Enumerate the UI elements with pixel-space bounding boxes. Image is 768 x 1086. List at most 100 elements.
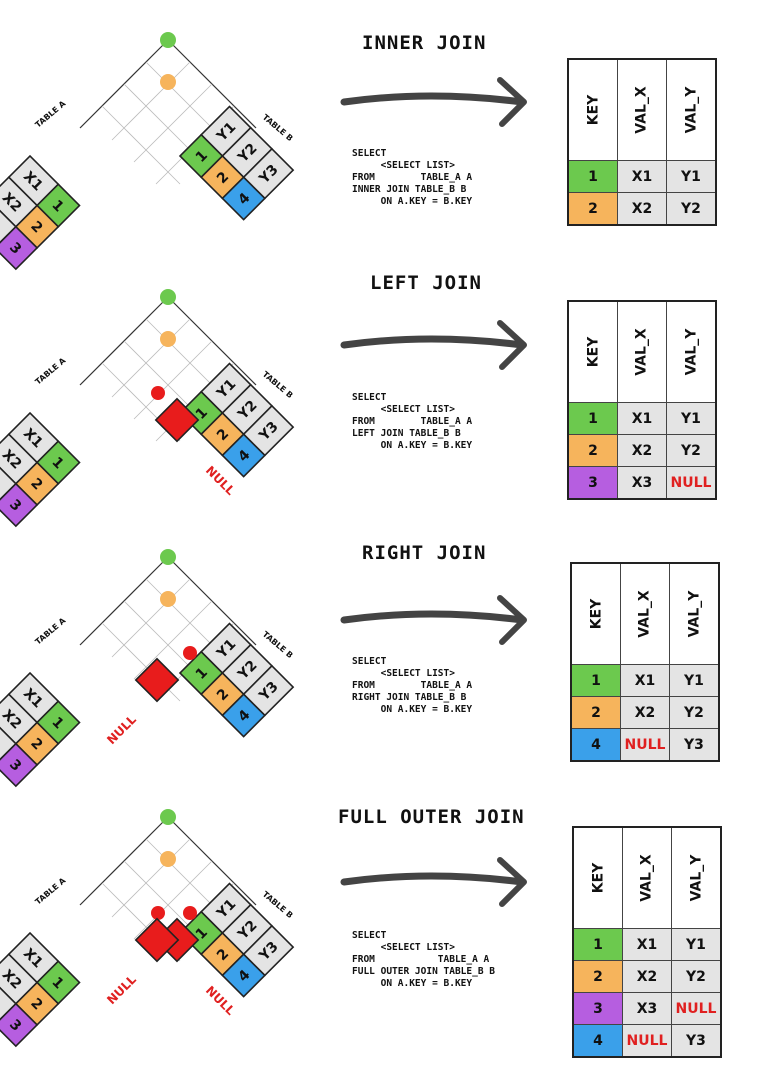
- column-header-label: VAL_Y: [683, 86, 699, 134]
- column-header-label: VAL_Y: [688, 854, 704, 902]
- column-header: VAL_X: [617, 300, 667, 403]
- val-y-cell: Y2: [666, 434, 717, 467]
- null-label: NULL: [104, 712, 139, 747]
- val-y-cell: Y3: [669, 728, 720, 762]
- table-header-row: KEY VAL_X VAL_Y: [570, 562, 720, 665]
- match-dot-key-2: [160, 331, 176, 347]
- val-y-cell: Y2: [671, 960, 722, 993]
- sql-line: SELECT: [352, 930, 387, 941]
- column-header: KEY: [570, 562, 621, 665]
- arrow-right-icon: [340, 857, 527, 907]
- match-dot-key-2: [160, 591, 176, 607]
- table-a-caption: TABLE A: [34, 876, 68, 907]
- arrow-head: [497, 77, 527, 127]
- join-title: FULL OUTER JOIN: [338, 806, 525, 828]
- column-header: VAL_Y: [666, 58, 717, 161]
- grid-line: [111, 61, 191, 141]
- column-header-label: VAL_Y: [686, 590, 702, 638]
- table-a-key-cell: [0, 225, 39, 271]
- sql-line: ON A.KEY = B.KEY: [352, 978, 473, 989]
- key-cell: 2: [572, 960, 623, 993]
- sql-line: <SELECT LIST>: [352, 942, 455, 953]
- null-cell: [134, 917, 180, 963]
- sql-line: ON A.KEY = B.KEY: [352, 440, 473, 451]
- table-b-caption: TABLE B: [261, 630, 295, 660]
- val-y-cell: Y1: [666, 160, 717, 193]
- val-x-cell: X3: [617, 466, 667, 500]
- sql-line: SELECT: [352, 392, 387, 403]
- sql-line: <SELECT LIST>: [352, 160, 455, 171]
- null-cell: [154, 397, 200, 443]
- table-a-value-label: X3: [0, 211, 3, 237]
- column-header: VAL_Y: [669, 562, 720, 665]
- val-y-cell: NULL: [666, 466, 717, 500]
- column-header: KEY: [567, 300, 618, 403]
- val-x-cell: X3: [622, 992, 672, 1025]
- val-x-cell: X2: [620, 696, 670, 729]
- arrow-head: [497, 857, 527, 907]
- key-cell: 1: [572, 928, 623, 961]
- table-b-key-cell: [221, 953, 266, 998]
- sql-line: LEFT JOIN TABLE_B B: [352, 428, 461, 439]
- table-a-key-cell: [0, 742, 39, 788]
- val-y-cell: Y1: [671, 928, 722, 961]
- table-header-row: KEY VAL_X VAL_Y: [572, 826, 722, 929]
- grid-line: [133, 860, 213, 940]
- val-x-cell: X2: [622, 960, 672, 993]
- key-cell: 1: [567, 160, 618, 193]
- table-a-value-label: X3: [0, 468, 3, 494]
- unmatched-dot: [183, 646, 197, 660]
- table-a-key-cell: [0, 482, 39, 528]
- table-a-caption: TABLE A: [34, 616, 68, 647]
- val-x-cell: X2: [617, 192, 667, 226]
- key-cell: 4: [570, 728, 621, 762]
- table-a-value-label: X3: [0, 728, 3, 754]
- sql-line: SELECT: [352, 148, 387, 159]
- arrow-right-icon: [340, 320, 527, 370]
- match-dot-key-1: [160, 809, 176, 825]
- val-x-cell: NULL: [622, 1024, 672, 1058]
- val-y-cell: Y1: [669, 664, 720, 697]
- val-y-cell: Y1: [666, 402, 717, 435]
- grid-line: [111, 318, 191, 398]
- join-title: LEFT JOIN: [370, 272, 482, 294]
- column-header-label: VAL_Y: [683, 328, 699, 376]
- val-y-cell: Y2: [669, 696, 720, 729]
- table-b-caption: TABLE B: [261, 370, 295, 400]
- column-header: KEY: [567, 58, 618, 161]
- column-header-label: KEY: [590, 862, 606, 894]
- column-header-label: KEY: [585, 336, 601, 368]
- arrow-shaft: [340, 335, 526, 349]
- match-dot-key-1: [160, 549, 176, 565]
- sql-line: <SELECT LIST>: [352, 404, 455, 415]
- arrow-head: [497, 595, 527, 645]
- table-a-caption: TABLE A: [34, 99, 68, 130]
- null-label: NULL: [104, 972, 139, 1007]
- val-x-cell: X1: [617, 160, 667, 193]
- null-cell: [134, 657, 180, 703]
- column-header-label: KEY: [588, 598, 604, 630]
- key-cell: 4: [572, 1024, 623, 1058]
- column-header: VAL_X: [620, 562, 670, 665]
- column-header-label: VAL_X: [637, 590, 653, 638]
- sql-line: FROM TABLE_A A: [352, 172, 473, 183]
- column-header-label: VAL_X: [639, 854, 655, 902]
